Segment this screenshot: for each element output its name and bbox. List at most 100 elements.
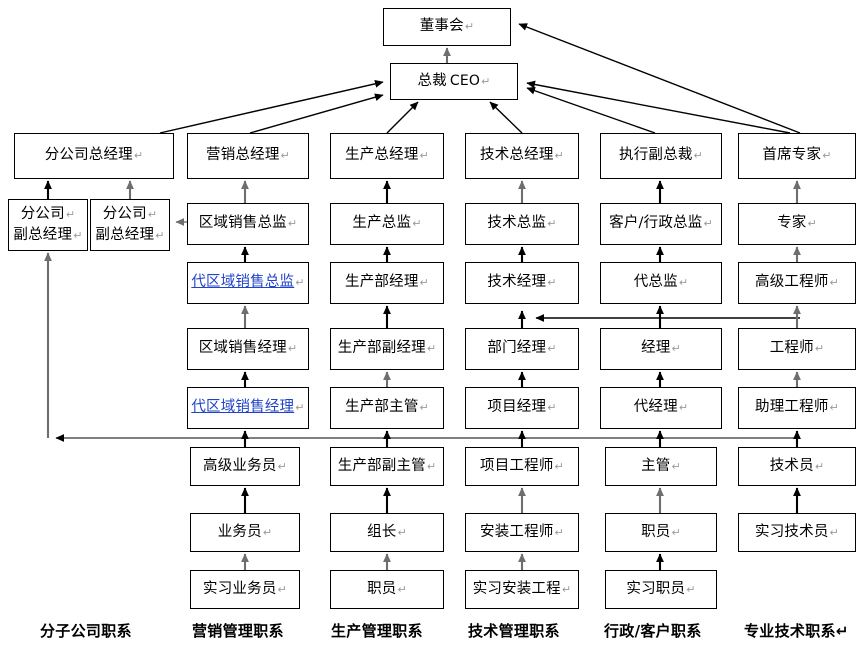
node-marketing-1[interactable]: 区域销售总监↵ bbox=[187, 203, 309, 245]
paragraph-mark-icon: ↵ bbox=[295, 401, 305, 415]
node-admin-0[interactable]: 执行副总裁↵ bbox=[600, 133, 722, 179]
node-specialist-2[interactable]: 高级工程师↵ bbox=[738, 262, 856, 304]
node-label: 生产部副经理 bbox=[337, 340, 426, 357]
paragraph-mark-icon: ↵ bbox=[73, 229, 83, 242]
paragraph-mark-icon: ↵ bbox=[671, 459, 681, 473]
node-label: 项目经理 bbox=[487, 399, 547, 416]
paragraph-mark-icon: ↵ bbox=[262, 525, 273, 539]
node-technical-7[interactable]: 实习安装工程↵ bbox=[465, 570, 579, 609]
column-label-specialist: 专业技术职系↵ bbox=[744, 622, 849, 640]
node-technical-1[interactable]: 技术总监↵ bbox=[465, 203, 579, 245]
node-label-line2: 副总经理 bbox=[13, 227, 73, 243]
node-label: 组长 bbox=[367, 523, 397, 540]
paragraph-mark-icon: ↵ bbox=[829, 401, 839, 415]
node-production-2[interactable]: 生产部经理↵ bbox=[330, 262, 444, 304]
node-label: 区域销售总监 bbox=[198, 215, 287, 232]
node-specialist-3[interactable]: 工程师↵ bbox=[738, 328, 856, 370]
node-marketing-3[interactable]: 区域销售经理↵ bbox=[187, 328, 309, 370]
node-label: 技术员 bbox=[769, 457, 814, 474]
node-label: 技术总监 bbox=[487, 215, 547, 232]
column-label-admin: 行政/客户职系 bbox=[604, 622, 702, 640]
node-production-0[interactable]: 生产总经理↵ bbox=[330, 133, 444, 179]
node-label: 生产部经理 bbox=[345, 274, 419, 291]
node-marketing-7[interactable]: 实习业务员↵ bbox=[190, 570, 300, 609]
node-technical-4[interactable]: 项目经理↵ bbox=[465, 387, 579, 429]
paragraph-mark-icon: ↵ bbox=[814, 459, 825, 473]
node-label: 分公司 bbox=[20, 205, 65, 222]
node-label: 工程师 bbox=[769, 340, 814, 357]
node-specialist-5[interactable]: 技术员↵ bbox=[738, 447, 856, 486]
node-label: 董事会 bbox=[419, 18, 464, 35]
node-label: 分公司总经理 bbox=[44, 147, 133, 164]
paragraph-mark-icon: ↵ bbox=[277, 459, 287, 473]
node-label: 区域销售经理 bbox=[198, 340, 287, 357]
paragraph-mark-icon: ↵ bbox=[554, 525, 564, 539]
node-production-5[interactable]: 生产部副主管↵ bbox=[330, 447, 444, 486]
node-marketing-2[interactable]: 代区域销售总监↵ bbox=[187, 262, 309, 304]
paragraph-mark-icon: ↵ bbox=[277, 582, 287, 596]
node-admin-7[interactable]: 实习职员↵ bbox=[605, 570, 717, 609]
node-technical-0[interactable]: 技术总经理↵ bbox=[465, 133, 579, 179]
paragraph-mark-icon: ↵ bbox=[561, 582, 572, 596]
node-label: 首席专家 bbox=[762, 147, 822, 164]
node-label: 生产部主管 bbox=[345, 399, 419, 416]
node-label: 代总监 bbox=[633, 274, 678, 291]
node-specialist-4[interactable]: 助理工程师↵ bbox=[738, 387, 856, 429]
paragraph-mark-icon: ↵ bbox=[554, 459, 564, 473]
node-marketing-4[interactable]: 代区域销售经理↵ bbox=[187, 387, 309, 429]
node-board[interactable]: 董事会↵ bbox=[383, 8, 511, 46]
node-admin-5[interactable]: 主管↵ bbox=[605, 447, 717, 486]
paragraph-mark-icon: ↵ bbox=[397, 582, 407, 596]
node-specialist-1[interactable]: 专家↵ bbox=[738, 203, 856, 245]
paragraph-mark-icon: ↵ bbox=[280, 149, 290, 163]
node-technical-5[interactable]: 项目工程师↵ bbox=[465, 447, 579, 486]
node-label: 总裁 bbox=[417, 72, 447, 89]
node-specialist-0[interactable]: 首席专家↵ bbox=[738, 133, 856, 179]
paragraph-mark-icon: ↵ bbox=[419, 401, 429, 415]
node-admin-3[interactable]: 经理↵ bbox=[600, 328, 722, 370]
node-label: 代区域销售总监 bbox=[191, 274, 295, 291]
paragraph-mark-icon: ↵ bbox=[547, 401, 557, 415]
node-admin-1[interactable]: 客户/行政总监↵ bbox=[600, 203, 722, 245]
node-technical-6[interactable]: 安装工程师↵ bbox=[465, 513, 579, 552]
node-branch-2[interactable]: 分公司↵副总经理↵ bbox=[90, 199, 170, 251]
node-admin-2[interactable]: 代总监↵ bbox=[600, 262, 722, 304]
node-production-4[interactable]: 生产部主管↵ bbox=[330, 387, 444, 429]
node-admin-6[interactable]: 职员↵ bbox=[605, 513, 717, 552]
node-technical-2[interactable]: 技术经理↵ bbox=[465, 262, 579, 304]
paragraph-mark-icon: ↵ bbox=[426, 342, 437, 356]
node-label: 分公司 bbox=[102, 205, 147, 222]
node-label: 经理 bbox=[641, 340, 671, 357]
node-branch-0[interactable]: 分公司总经理↵ bbox=[14, 133, 174, 179]
node-marketing-5[interactable]: 高级业务员↵ bbox=[190, 447, 300, 486]
paragraph-mark-icon: ↵ bbox=[426, 459, 437, 473]
paragraph-mark-icon: ↵ bbox=[547, 217, 557, 231]
node-specialist-6[interactable]: 实习技术员↵ bbox=[738, 513, 856, 552]
paragraph-mark-icon: ↵ bbox=[65, 207, 76, 221]
node-label: 客户/行政总监 bbox=[609, 215, 703, 232]
node-label: 技术经理 bbox=[487, 274, 547, 291]
paragraph-mark-icon: ↵ bbox=[671, 342, 681, 356]
node-label: 实习安装工程 bbox=[472, 580, 561, 597]
node-technical-3[interactable]: 部门经理↵ bbox=[465, 328, 579, 370]
paragraph-mark-icon: ↵ bbox=[397, 525, 407, 539]
node-admin-4[interactable]: 代经理↵ bbox=[600, 387, 722, 429]
paragraph-mark-icon: ↵ bbox=[554, 149, 564, 163]
column-label-branch: 分子公司职系 bbox=[40, 622, 132, 640]
paragraph-mark-icon: ↵ bbox=[814, 342, 825, 356]
paragraph-mark-icon: ↵ bbox=[147, 207, 158, 221]
node-production-6[interactable]: 组长↵ bbox=[330, 513, 444, 552]
node-label-line2: 副总经理 bbox=[95, 227, 155, 243]
node-label: 实习职员 bbox=[626, 580, 686, 597]
node-label: 生产部副主管 bbox=[337, 457, 426, 474]
node-production-7[interactable]: 职员↵ bbox=[330, 570, 444, 609]
paragraph-mark-icon: ↵ bbox=[155, 229, 165, 242]
node-production-3[interactable]: 生产部副经理↵ bbox=[330, 328, 444, 370]
node-branch-1[interactable]: 分公司↵副总经理↵ bbox=[8, 199, 88, 251]
node-production-1[interactable]: 生产总监↵ bbox=[330, 203, 444, 245]
paragraph-mark-icon: ↵ bbox=[807, 217, 817, 231]
node-marketing-0[interactable]: 营销总经理↵ bbox=[187, 133, 309, 179]
node-marketing-6[interactable]: 业务员↵ bbox=[190, 513, 300, 552]
